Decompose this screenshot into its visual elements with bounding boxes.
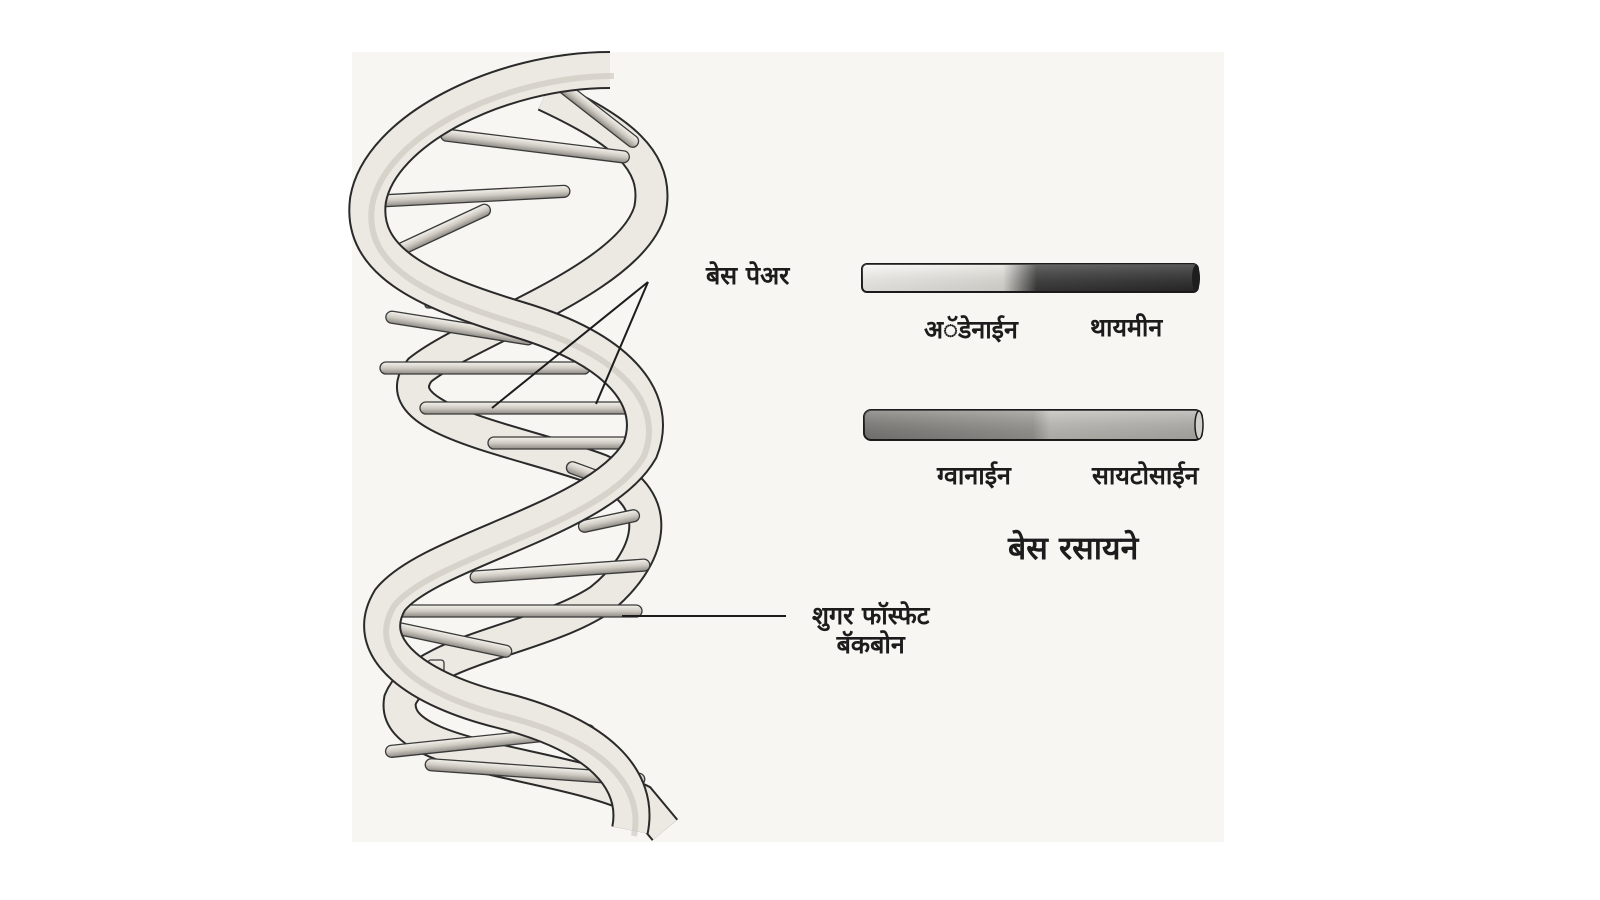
rung (379, 184, 571, 208)
backbone-label-line1: शुगर फॉस्फेट (812, 601, 930, 630)
base-pair-leader-2 (595, 281, 649, 405)
adenine-label: अॅडेनाईन (924, 315, 1018, 344)
cytosine-label: सायटोसाईन (1092, 461, 1199, 490)
base-pair-leader-1 (491, 281, 649, 409)
base-at-bar (861, 263, 1200, 293)
rung (469, 558, 651, 584)
base-pair-label: बेस पेअर (706, 261, 790, 290)
bases-title: बेस रसायने (1008, 529, 1139, 567)
backbone-label: शुगर फॉस्फेट बॅकबोन (812, 601, 930, 660)
rung (424, 758, 646, 786)
rung (419, 401, 641, 415)
leader-lines (491, 281, 786, 617)
rung (391, 604, 643, 618)
base-gc-bar (863, 409, 1204, 441)
rung (577, 509, 641, 533)
backbone-label-line2: बॅकबोन (836, 629, 905, 659)
rung (379, 361, 591, 375)
backbone-strand-front (348, 51, 664, 837)
thymine-label: थायमीन (1090, 313, 1163, 342)
guanine-label: ग्वानाईन (937, 461, 1011, 490)
